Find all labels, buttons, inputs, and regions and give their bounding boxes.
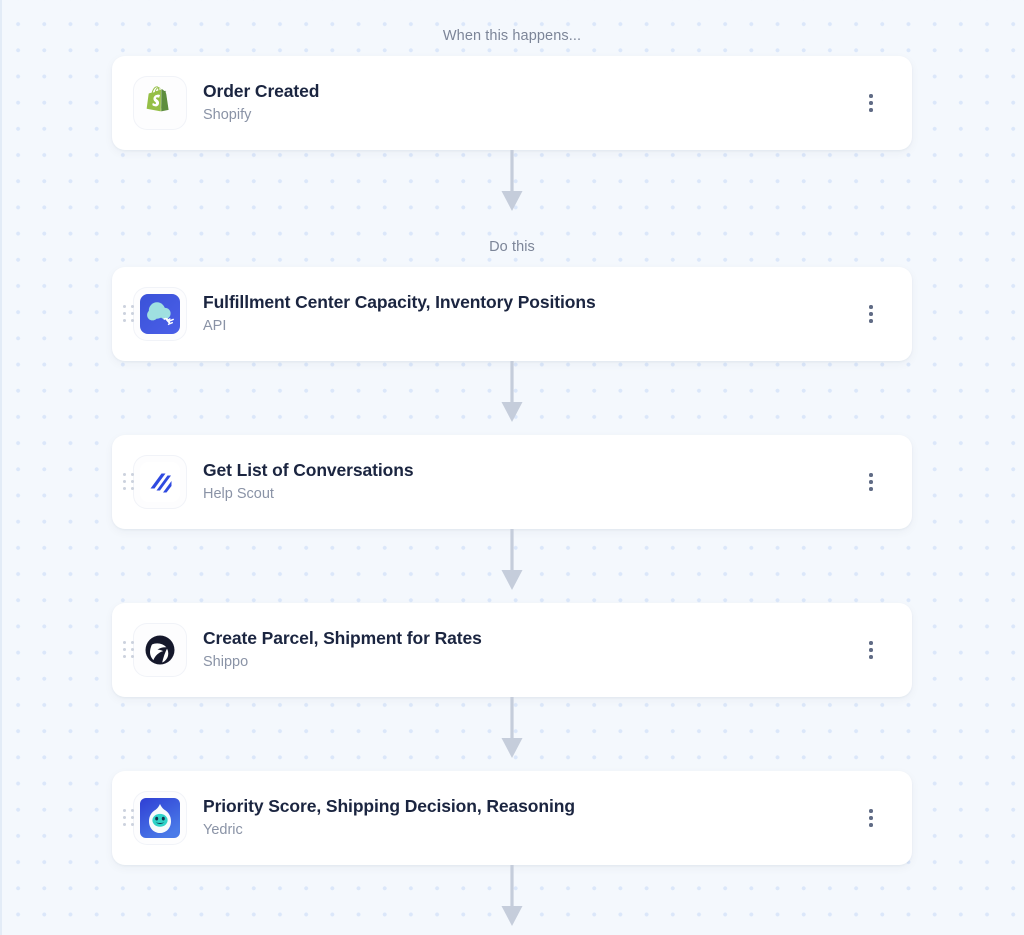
- kebab-menu-icon[interactable]: [860, 803, 882, 833]
- workflow-step-card[interactable]: Get List of Conversations Help Scout: [112, 435, 912, 529]
- arrow-down-icon: [499, 697, 525, 759]
- step-title: Fulfillment Center Capacity, Inventory P…: [203, 292, 596, 313]
- arrow-down-icon: [499, 529, 525, 591]
- yedric-icon: [140, 798, 180, 838]
- drag-handle-icon[interactable]: [122, 304, 136, 324]
- kebab-menu-icon[interactable]: [860, 88, 882, 118]
- kebab-menu-icon[interactable]: [860, 635, 882, 665]
- shippo-icon: [145, 635, 175, 665]
- app-icon-container: [134, 288, 186, 340]
- api-cloud-plug-icon: [140, 294, 180, 334]
- workflow-step-card[interactable]: Priority Score, Shipping Decision, Reaso…: [112, 771, 912, 865]
- step-title: Get List of Conversations: [203, 460, 414, 481]
- kebab-menu-icon[interactable]: [860, 467, 882, 497]
- action-section-label: Do this: [489, 239, 535, 255]
- step-text: Order Created Shopify: [203, 81, 860, 125]
- step-text: Get List of Conversations Help Scout: [203, 460, 860, 504]
- step-title: Priority Score, Shipping Decision, Reaso…: [203, 796, 575, 817]
- help-scout-icon: [140, 462, 180, 502]
- step-text: Create Parcel, Shipment for Rates Shippo: [203, 628, 860, 672]
- step-title: Order Created: [203, 81, 320, 102]
- arrow-down-icon: [499, 150, 525, 212]
- trigger-section-label: When this happens...: [442, 28, 582, 44]
- arrow-down-icon: [499, 865, 525, 927]
- step-title: Create Parcel, Shipment for Rates: [203, 628, 482, 649]
- step-app-name: Shippo: [203, 654, 249, 671]
- drag-handle-icon[interactable]: [122, 472, 136, 492]
- drag-handle-icon[interactable]: [122, 640, 136, 660]
- app-icon-container: [134, 624, 186, 676]
- drag-handle-icon[interactable]: [122, 808, 136, 828]
- step-app-name: Help Scout: [203, 486, 274, 503]
- step-text: Priority Score, Shipping Decision, Reaso…: [203, 796, 860, 840]
- canvas-left-border: [0, 0, 2, 935]
- app-icon-container: [134, 792, 186, 844]
- app-icon-container: [134, 456, 186, 508]
- shopify-icon: [146, 86, 169, 112]
- step-app-name: Shopify: [203, 107, 252, 124]
- workflow-step-card[interactable]: Create Parcel, Shipment for Rates Shippo: [112, 603, 912, 697]
- workflow-step-card[interactable]: Fulfillment Center Capacity, Inventory P…: [112, 267, 912, 361]
- kebab-menu-icon[interactable]: [860, 299, 882, 329]
- step-app-name: API: [203, 318, 227, 335]
- step-app-name: Yedric: [203, 822, 243, 839]
- workflow-step-card[interactable]: Order Created Shopify: [112, 56, 912, 150]
- step-text: Fulfillment Center Capacity, Inventory P…: [203, 292, 860, 336]
- arrow-down-icon: [499, 361, 525, 423]
- app-icon-container: [134, 77, 186, 129]
